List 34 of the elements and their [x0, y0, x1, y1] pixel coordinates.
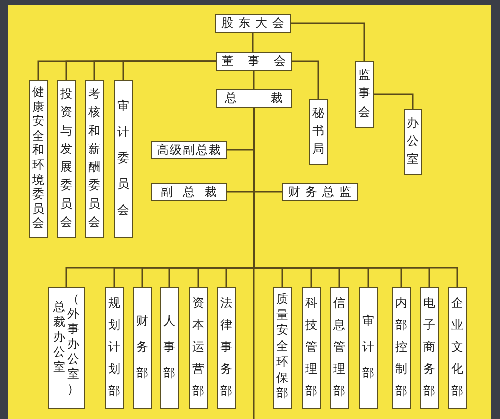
connector-line — [374, 94, 414, 109]
box-label: 总裁办公室 — [52, 300, 66, 375]
vertical-org-box: 投资与发展委员会 — [57, 80, 76, 238]
vertical-org-box: 审计部 — [359, 287, 378, 409]
vertical-org-box: 监事会 — [355, 61, 374, 128]
org-box: 副总裁 — [151, 183, 227, 201]
vertical-org-box: 信息管理部 — [330, 287, 349, 409]
vertical-org-box — [48, 287, 85, 409]
org-box: 股东大会 — [215, 14, 291, 33]
vertical-org-box: 资本运营部 — [189, 287, 208, 409]
connector-line — [292, 60, 320, 99]
connector-line — [291, 22, 366, 61]
vertical-org-box: 规划计划部 — [105, 287, 124, 409]
vertical-org-box: 企业文化部 — [448, 287, 467, 409]
vertical-org-box: 电子商务部 — [420, 287, 439, 409]
connector-line — [252, 33, 254, 52]
connector-line — [253, 71, 255, 89]
vertical-org-box: 秘书局 — [309, 99, 328, 165]
vertical-org-box: 质量安全环保部 — [273, 287, 292, 409]
org-box: 财务总监 — [282, 183, 358, 201]
vertical-org-box: 内部控制部 — [392, 287, 411, 409]
vertical-org-box: 科技管理部 — [302, 287, 321, 409]
org-box: 总裁 — [216, 89, 292, 108]
vertical-org-box: 考核和薪酬委员会 — [85, 80, 104, 238]
vertical-org-box: 人事部 — [160, 287, 179, 409]
vertical-org-box: 办公室 — [404, 109, 422, 175]
vertical-org-box: 健康安全和环境委员会 — [29, 80, 48, 238]
org-box: 高级副总裁 — [151, 141, 227, 159]
vertical-org-box: 审计委员会 — [114, 80, 133, 238]
vertical-org-box: 财务部 — [133, 287, 152, 409]
connector-line — [122, 60, 216, 80]
org-box: 董事会 — [216, 52, 292, 71]
box-label: （外事办公室） — [66, 292, 80, 397]
vertical-org-box: 法律事务部 — [217, 287, 236, 409]
